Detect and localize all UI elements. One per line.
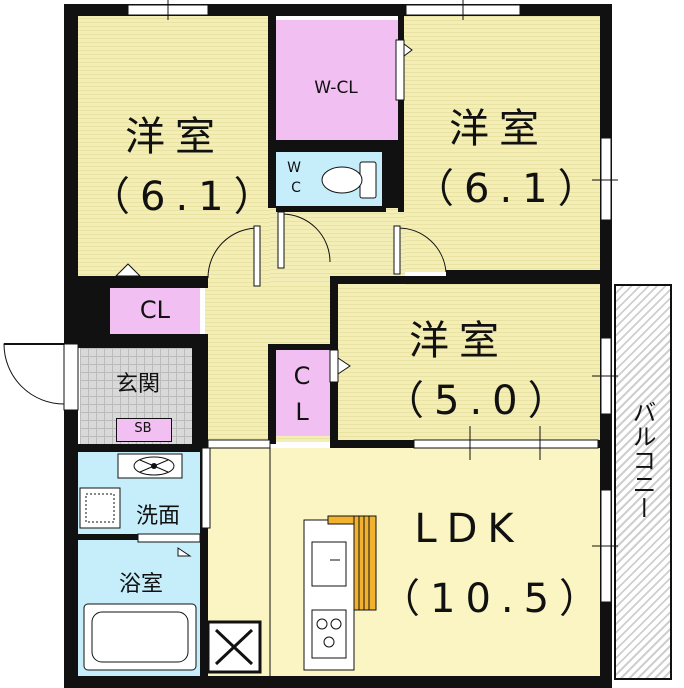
kitchen-stove [311, 609, 347, 659]
wall-bottom [64, 676, 612, 688]
western-room-1-size: （6.1） [90, 174, 284, 220]
room2-door-swing [397, 227, 447, 273]
window-right-room2 [600, 137, 612, 221]
wall-room1-bottom [64, 276, 208, 288]
western-room-3-floor [338, 284, 600, 440]
closet-1-floor [110, 288, 200, 334]
wall-closet1-left [78, 288, 110, 334]
wall-entrance-right [192, 348, 208, 444]
hall-ldk-opening-vert [201, 447, 211, 529]
wall-wash-bath [78, 534, 138, 540]
hallway-upper-floor [270, 205, 405, 285]
bathroom-label: 浴室 [118, 572, 163, 597]
wall-left-upper [64, 4, 78, 344]
toilet-label-c: C [291, 180, 301, 196]
walk-in-closet-floor [276, 20, 398, 140]
washroom-label: 洗面 [135, 504, 180, 529]
western-room-3-size: （5.0） [384, 378, 578, 424]
wall-room2-bottom [446, 270, 606, 278]
wcl-door [395, 39, 405, 101]
toilet-door-swing [281, 213, 331, 268]
closet-2-label-c: C [293, 362, 311, 390]
wall-closet2-right [330, 380, 338, 444]
kitchen-counter-top [353, 515, 377, 611]
bathtub [83, 603, 197, 671]
wall-room1-right [268, 16, 276, 208]
western-room-3-name: 洋室 [409, 318, 509, 364]
washing-machine [79, 487, 121, 529]
room1-door-swing [207, 227, 259, 286]
sliding-door-room3-ldk [413, 439, 599, 449]
wall-wet-right [200, 452, 208, 676]
balcony-floor [614, 284, 672, 680]
closet2-door [329, 349, 339, 383]
closet1-door [114, 263, 142, 277]
toilet-label-w: W [287, 160, 301, 176]
wall-left-lower [64, 410, 78, 686]
western-room-2-name: 洋室 [449, 106, 549, 152]
wall-closet1-bottom [78, 334, 208, 348]
ldk-floor [208, 448, 602, 676]
entrance-door-swing [3, 343, 65, 405]
shoe-box [116, 418, 172, 442]
balcony-label: バルコニー [628, 400, 656, 520]
ldk-name: LDK [414, 506, 524, 552]
wall-closet2-left [268, 344, 276, 444]
entrance-label: 玄関 [115, 372, 160, 397]
entrance-door-frame [63, 343, 79, 411]
kitchen-sink [311, 541, 347, 587]
wall-room3-top [330, 276, 602, 284]
western-room-2-size: （6.1） [414, 166, 608, 212]
western-room-1-name: 洋室 [125, 114, 225, 160]
shoe-box-label: SB [134, 421, 152, 436]
wall-room2-left [398, 16, 404, 212]
toilet-bowl [321, 166, 363, 194]
wall-entrance-bottom [78, 444, 208, 452]
closet-1-label: CL [139, 296, 171, 324]
hall-ldk-opening [207, 439, 271, 449]
wall-toilet-bottom [276, 206, 386, 212]
ldk-size: （10.5） [380, 576, 610, 622]
wall-closet2-frame [268, 344, 338, 350]
wall-wcl-bottom [268, 140, 404, 152]
wall-room3-left [330, 276, 338, 354]
walk-in-closet-label: W-CL [314, 78, 358, 98]
closet-2-label-l: L [295, 398, 309, 426]
washroom-door [177, 547, 192, 557]
closet-2-floor [276, 350, 330, 436]
wall-toilet-right [382, 152, 402, 208]
western-room-2-floor [402, 16, 600, 272]
